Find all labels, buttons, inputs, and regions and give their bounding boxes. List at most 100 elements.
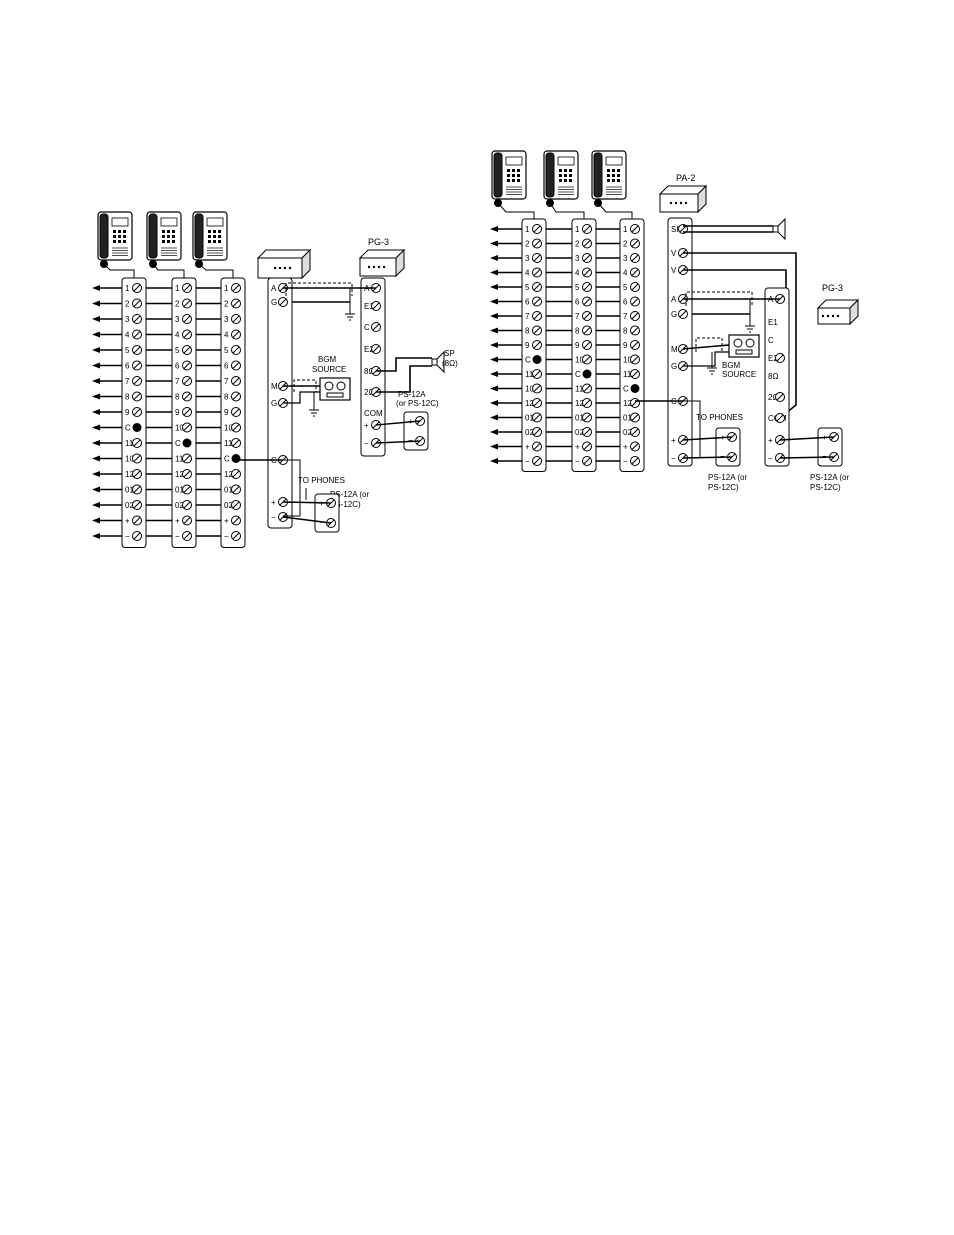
screw-slot [631,370,639,378]
screw-slot [133,439,141,447]
terminal-label: 6 [623,298,628,307]
pg3-terminal-label: E2 [364,345,374,354]
arrow-icon [92,378,100,384]
terminal-screw-icon [132,407,142,417]
bgm-source-icon [728,334,760,358]
arrow-icon [490,313,498,319]
arrow-icon [490,240,498,247]
terminal-screw-icon [231,329,241,340]
pg3-terminal-screw-icon [775,392,785,402]
screw-slot [631,254,639,262]
terminal-label: 02 [575,428,584,437]
screw-slot [372,323,380,331]
screw-slot [583,283,591,291]
screw-slot [133,284,141,292]
speaker-label: (8Ω) [442,359,458,368]
arrow-icon [92,517,100,524]
arrow-icon [490,371,498,377]
terminal-label: 6 [175,362,180,371]
pa1-terminal-label: G [271,399,277,408]
terminal-screw-icon [582,311,592,321]
screw-slot [372,345,380,353]
screw-slot [583,254,591,262]
pg3-terminal-label: + [364,421,369,430]
terminal-screw-icon [231,314,241,324]
arrow-icon [92,331,100,338]
terminal-screw-icon [132,469,142,479]
terminal-label: + [525,443,530,452]
terminal-screw-icon [630,282,640,292]
pg-ps-plus [779,436,835,441]
arrow-icon [92,533,100,539]
terminal-screw-icon [182,329,192,340]
pa1-terminal-label: M [271,382,278,391]
jumper-dot-icon [532,355,542,364]
pg3-terminal-label: E2 [768,354,778,363]
terminal-screw-icon [132,283,142,293]
bgm-label: BGM [318,355,337,364]
terminal-label: + [125,517,130,526]
phone-key [208,230,211,233]
arrow-icon [92,409,100,415]
pg3-terminal-label: + [768,436,773,445]
screw-slot [183,532,191,540]
pg3-terminal-label: 2Ω [768,393,778,402]
terminal-label: 10 [125,455,134,464]
ground-icon [309,404,319,417]
pager-label: PG-3 [822,283,843,293]
terminal-label: 4 [575,269,580,278]
terminal-screw-icon [182,391,192,402]
terminal-screw-icon [582,267,592,278]
terminal-label: 5 [175,346,180,355]
terminal-screw-icon [582,456,592,466]
speaker-icon [431,350,445,374]
phone-key [123,235,126,238]
screw-slot [583,457,591,465]
phone-key [218,240,221,243]
screw-slot [183,362,191,369]
box-side [697,184,707,214]
terminal-label: 4 [125,331,130,340]
pa1-terminal-label: G [271,298,277,307]
box-knob [278,266,282,270]
speaker-cone [436,350,445,374]
box-knob [684,201,688,205]
phone-key [564,174,567,177]
ps-label: PS-12C) [810,483,841,492]
telephone-2-icon [543,150,579,207]
terminal-screw-icon [231,376,241,386]
terminal-label: 3 [575,254,580,263]
screw-slot [583,240,591,247]
screw-slot [232,284,240,292]
terminal-label: C [525,356,531,365]
speaker-icon [772,217,786,241]
box-knob [831,314,835,318]
phone-display [557,156,575,166]
pa2-terminal-label: + [671,436,676,445]
screw-slot [133,331,141,338]
arrow-icon [490,414,498,421]
terminal-screw-icon [231,283,241,293]
screw-slot [183,331,191,338]
box-knob [821,314,825,318]
pa2-terminal-screw-icon [678,309,688,319]
speaker-wire-2ohm [376,365,432,393]
screw-slot [183,300,191,307]
box-knob [367,265,371,269]
terminal-screw-icon [182,345,192,355]
pg3-pager-icon [816,298,860,326]
terminal-screw-icon [532,441,542,452]
terminal-label: 11 [575,385,584,394]
terminal-label: 11 [525,370,534,379]
screw-slot [133,408,141,416]
screw-slot [583,414,591,421]
terminal-label: 4 [224,331,229,340]
terminal-screw-icon [132,453,142,464]
arrow-icon [490,298,498,305]
terminal-screw-icon [630,398,640,408]
screw-slot [631,225,639,233]
screw-slot [583,385,591,392]
to-phones-label: TO PHONES [298,476,345,485]
terminal-screw-icon [532,311,542,321]
box-side [849,298,859,326]
